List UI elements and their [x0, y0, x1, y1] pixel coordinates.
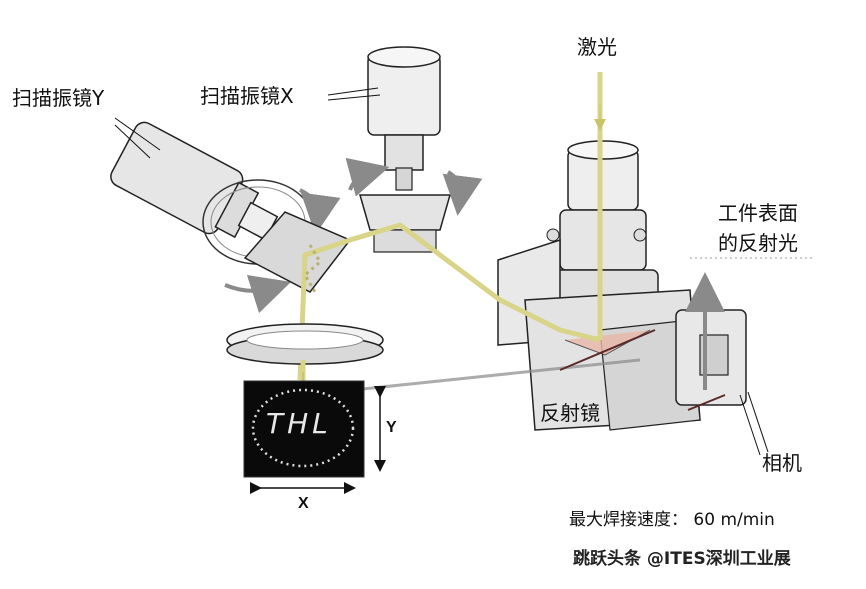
axis-x-label: X	[298, 495, 309, 512]
axis-y-label: Y	[386, 419, 397, 436]
laser-label: 激光	[577, 35, 617, 59]
galvo-x-motor	[345, 46, 483, 253]
surface-reflection-label-line1: 工件表面	[718, 201, 798, 225]
reflected-light	[304, 272, 726, 411]
galvo-y-motor	[110, 121, 341, 314]
surface-reflection-label-line2: 的反射光	[718, 231, 798, 255]
scan-head	[497, 140, 747, 431]
mirror-label: 反射镜	[540, 401, 600, 425]
f-theta-lens	[226, 323, 384, 365]
max-speed-text: 最大焊接速度： 60 m/min	[569, 510, 775, 530]
laser-beam	[297, 72, 606, 381]
camera-label: 相机	[762, 451, 802, 475]
watermark-text: 跳跃头条 @ITES深圳工业展	[573, 549, 791, 569]
leader-lines	[114, 87, 769, 456]
galvo-x-label: 扫描振镜X	[200, 84, 294, 108]
workpiece-text: THL	[266, 407, 332, 440]
galvo-y-label: 扫描振镜Y	[12, 86, 105, 110]
workpiece	[243, 380, 365, 478]
